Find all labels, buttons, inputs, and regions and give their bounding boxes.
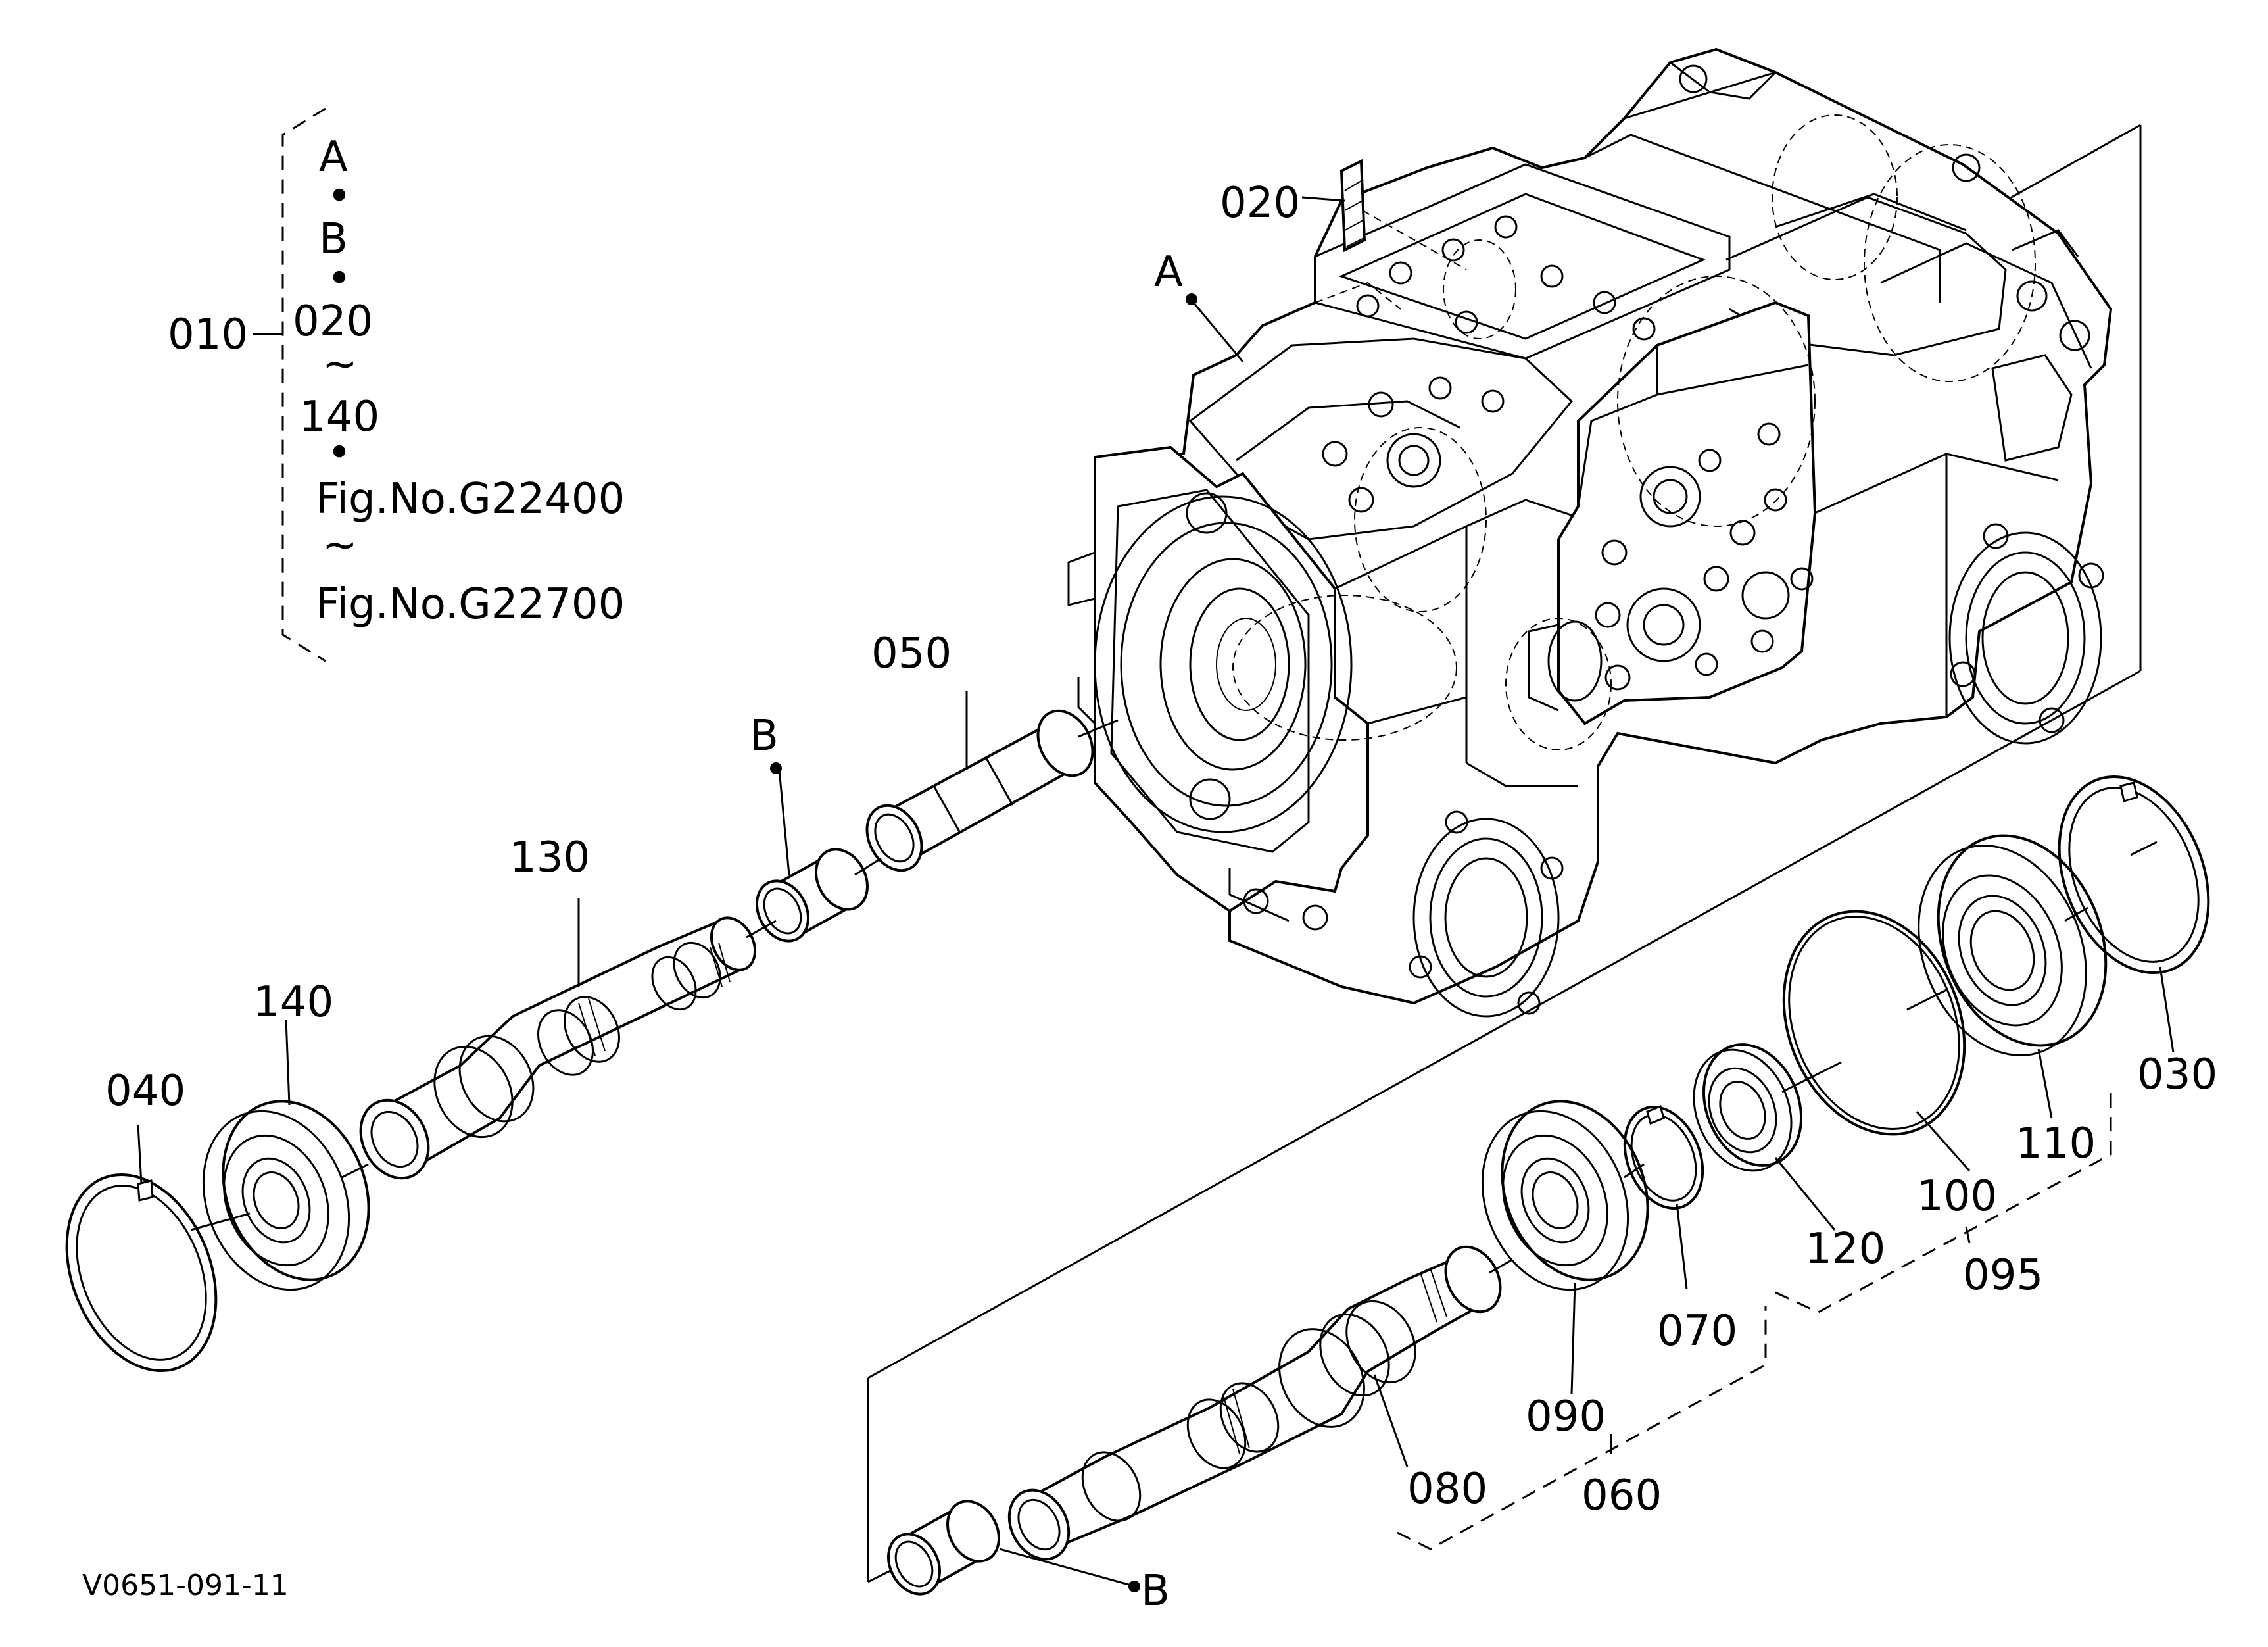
transmission-housing bbox=[1067, 47, 2113, 1018]
housing-frame-lines bbox=[867, 124, 2142, 1583]
drawing-id: V0651-091-11 bbox=[82, 1569, 289, 1602]
reference-label-a: A bbox=[1154, 248, 1183, 297]
part-130-shaft bbox=[359, 898, 777, 1180]
part-070-circlip bbox=[1623, 1104, 1704, 1290]
callout-120: 120 bbox=[1805, 1225, 1885, 1273]
part-120-seal bbox=[1693, 1043, 1842, 1231]
part-090-bearing bbox=[1481, 1100, 1649, 1395]
callout-130: 130 bbox=[510, 833, 590, 882]
callout-labels: 020 A 050 B 130 140 040 030 110 100 095 … bbox=[82, 179, 2217, 1615]
callout-110: 110 bbox=[2015, 1119, 2096, 1168]
callout-140: 140 bbox=[253, 978, 333, 1027]
callout-070: 070 bbox=[1657, 1307, 1737, 1356]
legend-dot-1: • bbox=[327, 172, 352, 221]
reference-label-b-lower: B bbox=[1141, 1567, 1170, 1615]
reference-mark-a bbox=[1186, 293, 1244, 362]
assembly-legend: 010 A • B • 020 ~ 140 • Fig.No.G22400 ~ … bbox=[168, 107, 625, 662]
callout-050: 050 bbox=[871, 629, 952, 678]
legend-line-140: 140 bbox=[299, 393, 379, 441]
callout-010: 010 bbox=[168, 310, 248, 359]
part-140-bearing bbox=[190, 1019, 370, 1291]
legend-line-020: 020 bbox=[293, 297, 373, 346]
legend-line-a: A bbox=[319, 133, 348, 182]
callout-060: 060 bbox=[1581, 1471, 1662, 1520]
callout-095: 095 bbox=[1963, 1251, 2043, 1300]
part-030-snap-ring bbox=[2058, 775, 2210, 1053]
subassembly-060-bracket bbox=[1397, 1306, 1767, 1550]
part-100-o-ring bbox=[1782, 910, 1971, 1171]
legend-line-b: B bbox=[319, 215, 348, 264]
part-050-sleeve bbox=[865, 691, 1119, 872]
callout-090: 090 bbox=[1526, 1392, 1606, 1441]
reference-label-b: B bbox=[750, 712, 779, 760]
legend-fig-end: Fig.No.G22700 bbox=[316, 580, 625, 629]
legend-tilde-2: ~ bbox=[322, 521, 358, 570]
legend-tilde-1: ~ bbox=[322, 340, 358, 389]
legend-dot-2: • bbox=[327, 255, 352, 303]
callout-020: 020 bbox=[1220, 179, 1300, 228]
part-b-bushing bbox=[756, 762, 882, 943]
callout-080: 080 bbox=[1407, 1465, 1487, 1513]
part-b-lower-bushing bbox=[887, 1500, 1140, 1596]
part-110-holder bbox=[1918, 834, 2108, 1119]
subassembly-095-bracket bbox=[1775, 1092, 2112, 1314]
callout-040: 040 bbox=[105, 1067, 185, 1116]
part-080-shaft bbox=[1007, 1245, 1513, 1561]
legend-fig-start: Fig.No.G22400 bbox=[316, 475, 625, 524]
part-040-snap-ring bbox=[65, 1124, 218, 1372]
legend-dot-3: • bbox=[327, 429, 352, 478]
part-020-plate bbox=[1301, 159, 1467, 270]
callout-030: 030 bbox=[2137, 1050, 2217, 1099]
callout-100: 100 bbox=[1917, 1172, 1997, 1221]
